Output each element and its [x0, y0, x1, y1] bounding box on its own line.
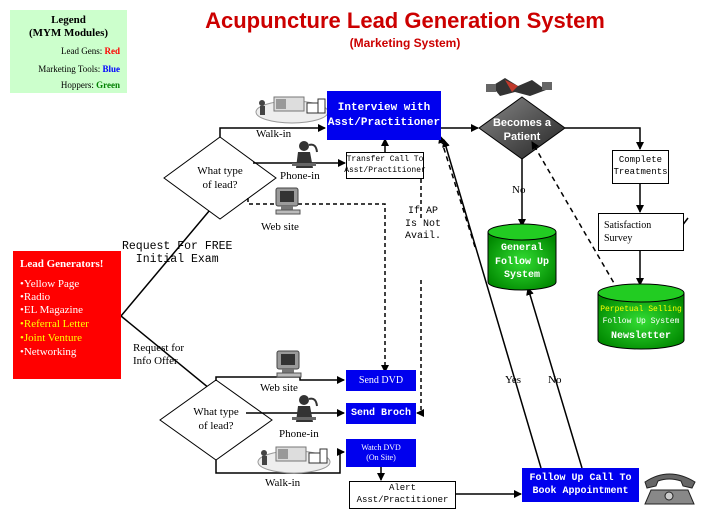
decision-becomes-patient: Becomes a Patient: [492, 117, 552, 143]
decision-lead-type-top: What type of lead?: [197, 165, 243, 191]
annotation-yes-follow: Yes: [505, 374, 522, 386]
lead-generators-box: Lead Generators! •Yellow Page •Radio •EL…: [13, 251, 121, 379]
legend-item-value: Red: [104, 46, 121, 56]
connector-walkin-bottom: [215, 448, 345, 474]
lead-gen-item: •Referral Letter: [20, 318, 89, 330]
page-subtitle: (Marketing System): [349, 36, 461, 50]
channel-web-site-bottom: Web site: [260, 382, 298, 394]
connector-ifap-to-broch: [416, 280, 424, 417]
legend-item-label: Hoppers:: [60, 80, 97, 90]
branch-label-free-exam: Request For FREE Initial Exam: [122, 240, 233, 267]
box-follow-up-call: Follow Up Call To Book Appointment: [522, 468, 639, 502]
page-title: Acupuncture Lead Generation System: [205, 8, 605, 33]
legend-item-label: Lead Gens:: [61, 46, 105, 56]
legend-item-value: Blue: [102, 64, 120, 74]
telephone-icon: [644, 473, 696, 505]
decision-lead-type-bottom: What type of lead?: [193, 406, 239, 432]
box-watch-dvd: Watch DVD (On Site): [346, 439, 416, 467]
hopper-general-follow-up: General Follow Up System: [494, 243, 549, 281]
legend-title: Legend: [51, 14, 86, 26]
legend-panel: Legend (MYM Modules) Lead Gens: Red Mark…: [10, 10, 127, 93]
hopper-general-follow-up-shape: [487, 223, 557, 291]
box-send-dvd: Send DVD: [346, 370, 416, 391]
hopper-perpetual-line1: Perpetual Selling: [600, 305, 682, 314]
connector-walkin-top: [219, 124, 326, 137]
channel-walk-in-top: Walk-in: [256, 128, 292, 140]
legend-item-lead-gens: Lead Gens: Red: [61, 46, 120, 56]
connector-patient-yes: [565, 127, 644, 150]
walk-in-room-icon-bottom: [257, 446, 331, 474]
connector-followup-yes: [442, 139, 542, 469]
legend-item-value: Green: [96, 80, 120, 90]
annotation-no-patient: No: [512, 184, 526, 196]
lead-gen-item: •Networking: [20, 346, 77, 358]
channel-web-site-top: Web site: [261, 221, 299, 233]
legend-subtitle: (MYM Modules): [28, 27, 109, 39]
lead-generators-title: Lead Generators!: [20, 258, 104, 270]
annotation-if-ap-not-avail: If AP Is Not Avail.: [405, 206, 442, 242]
legend-item-label: Marketing Tools:: [38, 64, 103, 74]
branch-label-info-offer-line1: Request for: [133, 342, 185, 354]
connector-hopper-dashed-return: [438, 135, 476, 248]
connector-to-bottom-decision: [120, 315, 216, 394]
computer-icon-bottom: [276, 350, 302, 378]
hopper-perpetual-line2: Follow Up System: [602, 317, 680, 326]
legend-item-marketing-tools: Marketing Tools: Blue: [38, 64, 120, 74]
box-interview: Interview with Asst/Practitioner: [327, 91, 441, 140]
lead-gen-item: •Radio: [20, 291, 51, 303]
connector-to-top-decision: [120, 197, 221, 317]
lead-gen-item: •EL Magazine: [20, 304, 83, 316]
annotation-no-follow: No: [548, 374, 562, 386]
channel-phone-in-top: Phone-in: [280, 170, 320, 182]
hopper-perpetual-line3: Newsletter: [610, 331, 671, 342]
phone-person-icon-bottom: [292, 395, 318, 422]
connector-followup-no: [526, 287, 583, 469]
box-send-broch: Send Broch: [346, 403, 416, 424]
connector-website-top: [247, 198, 389, 373]
legend-item-hoppers: Hoppers: Green: [61, 80, 120, 90]
box-alert-asst: Alert Asst/Practitioner: [349, 481, 456, 509]
phone-person-icon: [292, 141, 318, 168]
walk-in-room-icon: [255, 96, 329, 124]
channel-phone-in-bottom: Phone-in: [279, 428, 319, 440]
branch-label-info-offer-line2: Info Offer: [133, 355, 178, 367]
hopper-perpetual-selling-shape: [597, 283, 685, 350]
computer-icon: [275, 187, 301, 215]
handshake-icon: [486, 78, 552, 96]
box-satisfaction-survey: Satisfaction Survey: [598, 213, 684, 251]
lead-gen-item: •Joint Venture: [20, 332, 83, 344]
connector-newsletter-dashed-return: [531, 141, 619, 291]
box-complete-treatments: Complete Treatments: [612, 150, 669, 184]
lead-gen-item: •Yellow Page: [20, 278, 80, 290]
box-transfer-call: Transfer Call To Asst/Practitioner: [344, 152, 426, 179]
channel-walk-in-bottom: Walk-in: [265, 477, 301, 489]
